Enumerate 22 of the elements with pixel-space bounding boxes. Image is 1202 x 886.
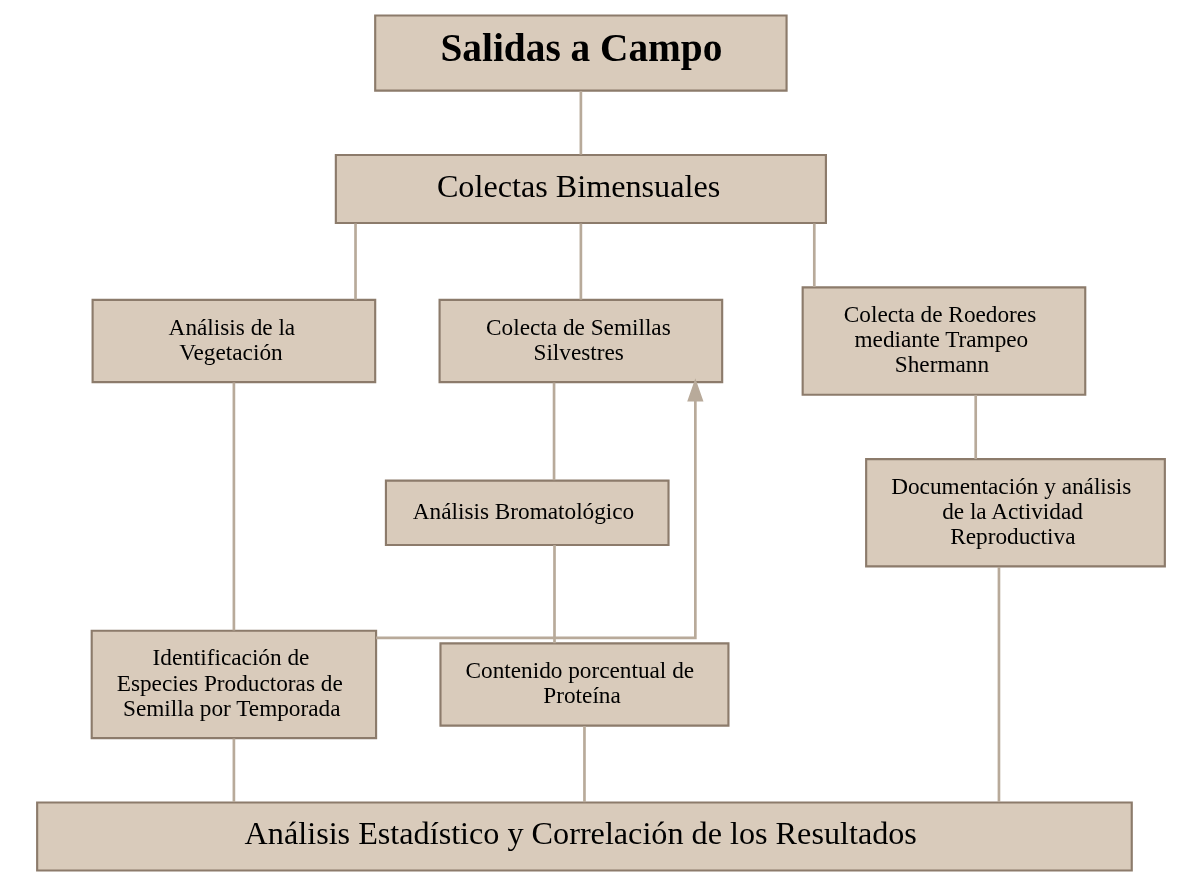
node-box: Contenido porcentual de Proteína: [439, 642, 730, 727]
connector: [583, 726, 586, 803]
node-box: Análisis Bromatológico: [384, 479, 670, 547]
node-box: Identificación de Especies Productoras de Semilla por Temporada: [90, 629, 378, 740]
node-box: Colectas Bimensuales: [334, 153, 827, 225]
node-box: Documentación y análisis de la Actividad Reproductiva: [865, 458, 1166, 568]
connector: [974, 394, 978, 460]
connector: [232, 738, 236, 803]
connector: [579, 90, 583, 155]
connector: [579, 223, 583, 300]
node-box: Análisis Estadístico y Correlación de los Resultados: [36, 801, 1133, 872]
connector: [812, 223, 816, 287]
connector: [553, 545, 556, 644]
connector: [997, 566, 1001, 803]
node-box: Salidas a Campo: [374, 14, 788, 92]
arrow: [376, 378, 704, 640]
node-box: Colecta de Roedores mediante Trampeo Shermann: [801, 286, 1087, 396]
node-box: Colecta de Semillas Silvestres: [438, 298, 724, 384]
node-box: Análisis de la Vegetación: [91, 298, 377, 384]
connector: [552, 382, 556, 481]
connector: [232, 382, 236, 631]
connector: [354, 223, 357, 300]
